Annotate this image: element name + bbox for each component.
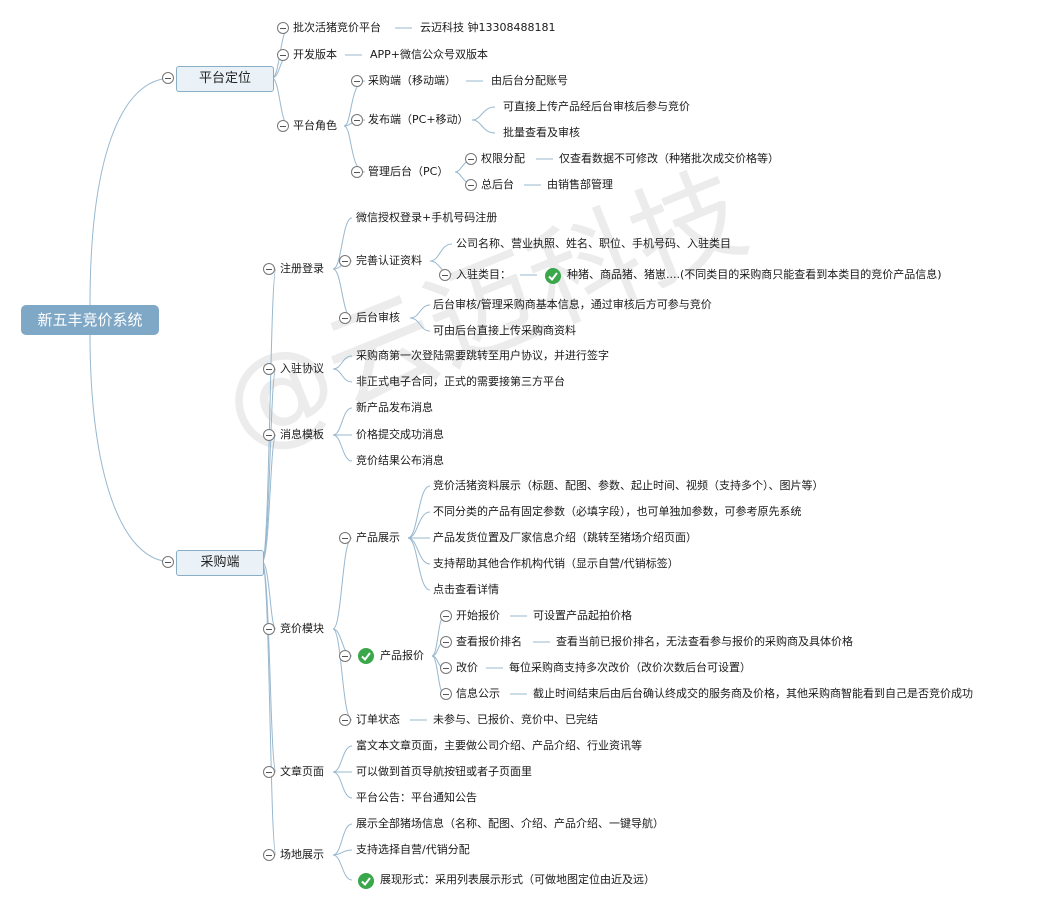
check-icon — [358, 873, 374, 889]
topic-quote-note[interactable]: 每位采购商支持多次改价（改价次数后台可设置） — [509, 661, 751, 674]
collapse-icon[interactable] — [440, 662, 452, 674]
topic-wechat-login[interactable]: 微信授权登录+手机号码注册 — [356, 211, 498, 224]
collapse-icon[interactable] — [439, 269, 451, 281]
topic-message-item[interactable]: 竞价结果公布消息 — [356, 454, 444, 467]
topic-article-item[interactable]: 平台公告：平台通知公告 — [356, 791, 477, 804]
topic-quote-item[interactable]: 开始报价 — [456, 609, 500, 622]
topic-display-item[interactable]: 点击查看详情 — [433, 583, 499, 596]
check-icon — [358, 648, 374, 664]
topic-review-item[interactable]: 可由后台直接上传采购商资料 — [433, 324, 576, 337]
topic-register[interactable]: 注册登录 — [280, 262, 324, 275]
topic-message-item[interactable]: 价格提交成功消息 — [356, 428, 444, 441]
topic-messages[interactable]: 消息模板 — [280, 428, 324, 441]
topic-batch[interactable]: 批次活猪竞价平台 — [293, 21, 381, 34]
topic-order-note[interactable]: 未参与、已报价、竞价中、已完结 — [433, 713, 598, 726]
topic-product-display[interactable]: 产品展示 — [356, 531, 400, 544]
collapse-icon[interactable] — [277, 22, 289, 34]
topic-permission-note[interactable]: 仅查看数据不可修改（种猪批次成交价格等） — [559, 152, 779, 165]
topic-category-note[interactable]: 种猪、商品猪、猪崽....(不同类目的采购商只能查看到本类目的竞价产品信息) — [567, 268, 942, 281]
collapse-icon[interactable] — [440, 688, 452, 700]
topic-category[interactable]: 入驻类目： — [456, 268, 511, 281]
collapse-icon[interactable] — [277, 49, 289, 61]
topic-quote-item[interactable]: 改价 — [456, 661, 478, 674]
collapse-icon[interactable] — [339, 714, 351, 726]
topic-platform[interactable]: 平台定位 — [176, 66, 274, 92]
topic-article-item[interactable]: 富文本文章页面，主要做公司介绍、产品介绍、行业资讯等 — [356, 739, 642, 752]
collapse-icon[interactable] — [339, 650, 351, 662]
topic-version[interactable]: 开发版本 — [293, 48, 337, 61]
topic-master-note[interactable]: 由销售部管理 — [547, 178, 613, 191]
collapse-icon[interactable] — [351, 166, 363, 178]
topic-quote-item[interactable]: 信息公示 — [456, 687, 500, 700]
topic-master-admin[interactable]: 总后台 — [481, 178, 514, 191]
topic-publisher-item[interactable]: 可直接上传产品经后台审核后参与竞价 — [503, 100, 690, 113]
collapse-icon[interactable] — [263, 766, 275, 778]
collapse-icon[interactable] — [465, 179, 477, 191]
topic-review-item[interactable]: 后台审核/管理采购商基本信息，通过审核后方可参与竞价 — [433, 298, 712, 311]
collapse-icon[interactable] — [339, 312, 351, 324]
topic-company-note[interactable]: 云迈科技 钟13308488181 — [420, 21, 556, 34]
topic-publisher-item[interactable]: 批量查看及审核 — [503, 126, 580, 139]
topic-verify[interactable]: 完善认证资料 — [356, 254, 422, 267]
check-icon — [545, 268, 561, 284]
topic-review[interactable]: 后台审核 — [356, 311, 400, 324]
topic-agreement-item[interactable]: 非正式电子合同，正式的需要接第三方平台 — [356, 375, 565, 388]
root-topic[interactable]: 新五丰竞价系统 — [21, 305, 159, 335]
collapse-icon[interactable] — [465, 153, 477, 165]
topic-verify-info[interactable]: 公司名称、营业执照、姓名、职位、手机号码、入驻类目 — [456, 237, 731, 250]
collapse-icon[interactable] — [440, 610, 452, 622]
topic-version-note[interactable]: APP+微信公众号双版本 — [370, 48, 489, 61]
topic-display-item[interactable]: 产品发货位置及厂家信息介绍（跳转至猪场介绍页面） — [433, 531, 697, 544]
topic-venue-item[interactable]: 支持选择自营/代销分配 — [356, 843, 470, 856]
topic-display-item[interactable]: 竞价活猪资料展示（标题、配图、参数、起止时间、视频（支持多个）、图片等） — [433, 479, 824, 492]
topic-permission[interactable]: 权限分配 — [481, 152, 525, 165]
topic-product-quote[interactable]: 产品报价 — [380, 649, 424, 662]
collapse-icon[interactable] — [263, 849, 275, 861]
collapse-icon[interactable] — [263, 263, 275, 275]
topic-buyer-side[interactable]: 采购端 — [176, 550, 264, 576]
topic-venue[interactable]: 场地展示 — [280, 848, 324, 861]
topic-articles[interactable]: 文章页面 — [280, 765, 324, 778]
topic-display-item[interactable]: 支持帮助其他合作机构代销（显示自营/代销标签） — [433, 557, 679, 570]
topic-roles[interactable]: 平台角色 — [293, 119, 337, 132]
topic-order-status[interactable]: 订单状态 — [356, 713, 400, 726]
topic-quote-item[interactable]: 查看报价排名 — [456, 635, 522, 648]
topic-quote-note[interactable]: 查看当前已报价排名，无法查看参与报价的采购商及具体价格 — [556, 635, 853, 648]
collapse-icon[interactable] — [263, 429, 275, 441]
collapse-icon[interactable] — [351, 75, 363, 87]
topic-buyer-note[interactable]: 由后台分配账号 — [491, 74, 568, 87]
collapse-icon[interactable] — [263, 623, 275, 635]
collapse-icon[interactable] — [277, 120, 289, 132]
topic-quote-note[interactable]: 截止时间结束后由后台确认终成交的服务商及价格，其他采购商智能看到自己是否竞价成功 — [533, 687, 973, 700]
topic-bidding[interactable]: 竞价模块 — [280, 622, 324, 635]
topic-venue-item[interactable]: 展现形式：采用列表展示形式（可做地图定位由近及远） — [380, 873, 655, 886]
topic-publisher[interactable]: 发布端（PC+移动） — [368, 113, 469, 126]
topic-article-item[interactable]: 可以做到首页导航按钮或者子页面里 — [356, 765, 532, 778]
topic-venue-item[interactable]: 展示全部猪场信息（名称、配图、介绍、产品介绍、一键导航） — [356, 817, 664, 830]
collapse-icon[interactable] — [440, 636, 452, 648]
collapse-icon[interactable] — [162, 72, 174, 84]
collapse-icon[interactable] — [263, 363, 275, 375]
collapse-icon[interactable] — [339, 255, 351, 267]
topic-agreement[interactable]: 入驻协议 — [280, 362, 324, 375]
collapse-icon[interactable] — [339, 532, 351, 544]
topic-quote-note[interactable]: 可设置产品起拍价格 — [533, 609, 632, 622]
topic-agreement-item[interactable]: 采购商第一次登陆需要跳转至用户协议，并进行签字 — [356, 349, 609, 362]
topic-display-item[interactable]: 不同分类的产品有固定参数（必填字段），也可单独加参数，可参考原先系统 — [433, 505, 802, 518]
topic-buyer-mobile[interactable]: 采购端（移动端） — [368, 74, 456, 87]
topic-admin[interactable]: 管理后台（PC） — [368, 165, 449, 178]
topic-message-item[interactable]: 新产品发布消息 — [356, 401, 433, 414]
collapse-icon[interactable] — [351, 114, 363, 126]
collapse-icon[interactable] — [162, 556, 174, 568]
